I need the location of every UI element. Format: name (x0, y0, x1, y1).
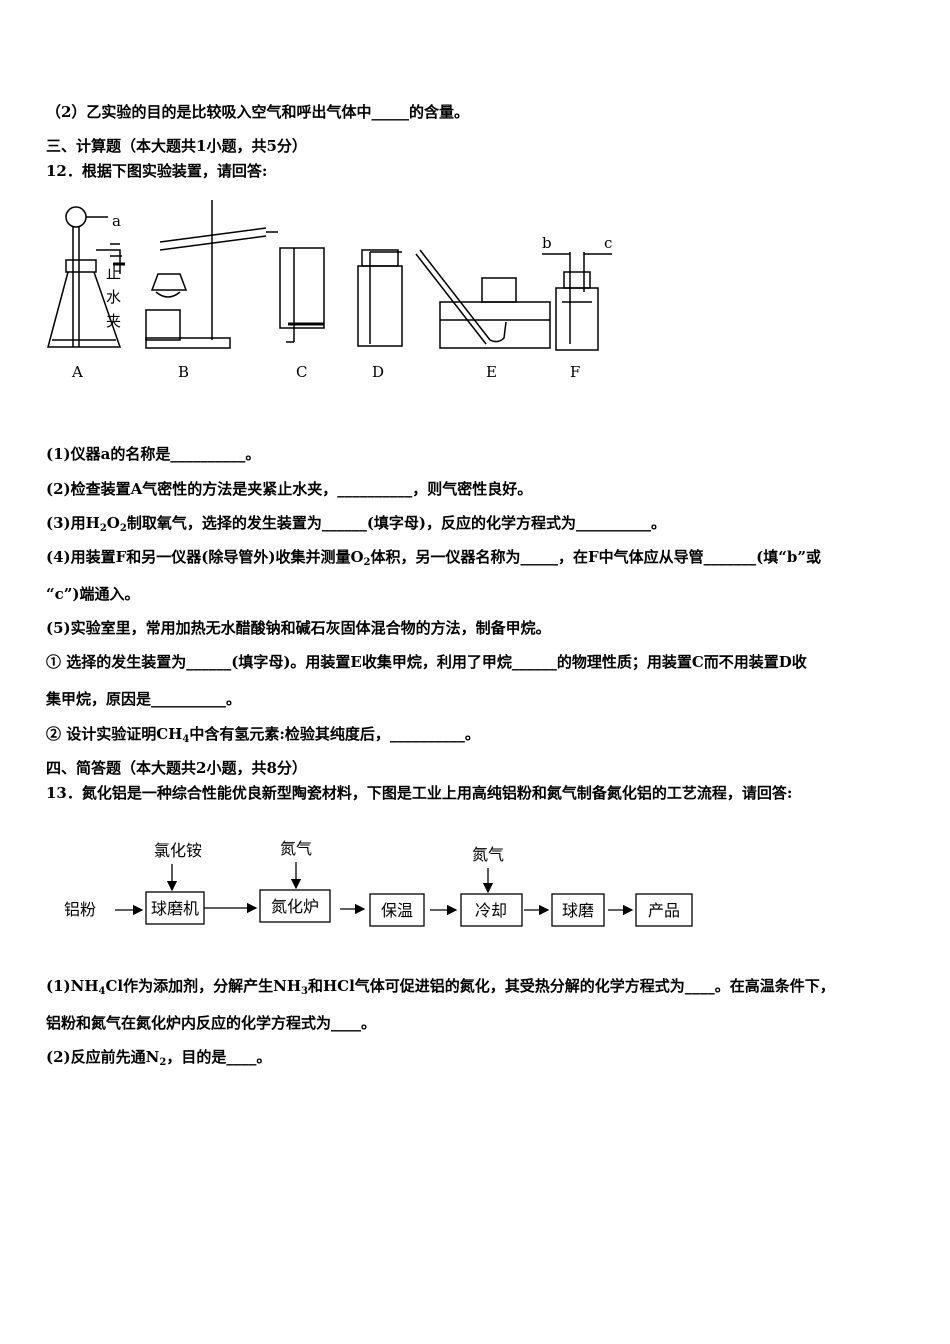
flow-input-3: 氮气 (472, 845, 504, 864)
flow-step-2: 氮化炉 (271, 897, 319, 916)
apparatus-label-c: C (296, 363, 307, 381)
section-3-heading: 三、计算题（本大题共1小题，共5分） (46, 137, 307, 155)
flow-step-6: 产品 (648, 901, 680, 920)
apparatus-e (415, 249, 551, 349)
q12-part4: (4)用装置F和另一仪器(除导管外)收集并测量O2体积，另一仪器名称为_____… (46, 548, 822, 568)
q12-part4-cont: “c”)端通入。 (46, 585, 140, 603)
apparatus-figure: a 止 水 夹 b c A B C D E F (47, 200, 612, 381)
q12-part5-1: ① 选择的发生装置为______(填字母)。用装置E收集甲烷，利用了甲烷____… (46, 653, 807, 671)
flow-step-4-box (460, 893, 523, 927)
label-a: a (112, 212, 121, 230)
process-flow: 铝粉 氯化铵 氮气 氮气 球磨机 氮化炉 保温 冷却 球磨 产品 (64, 839, 693, 927)
flow-step-4: 冷却 (475, 901, 507, 920)
apparatus-label-f: F (570, 363, 580, 381)
apparatus-d (357, 249, 403, 347)
flow-step-5-box (551, 893, 605, 927)
question-13: 13．氮化铝是一种综合性能优良新型陶瓷材料，下图是工业上用高纯铝粉和氮气制备氮化… (46, 784, 793, 802)
apparatus-c (279, 247, 325, 343)
apparatus-label-e: E (486, 363, 497, 381)
q12-part1: (1)仪器a的名称是__________。 (46, 445, 261, 463)
flow-step-1: 球磨机 (151, 899, 199, 918)
apparatus-a (47, 206, 125, 348)
clamp-label-2: 水 (106, 288, 121, 306)
q12-part5: (5)实验室里，常用加热无水醋酸钠和碱石灰固体混合物的方法，制备甲烷。 (46, 619, 551, 637)
apparatus-b (145, 200, 278, 349)
flow-step-6-box (635, 893, 693, 927)
question-12: 12．根据下图实验装置，请回答: (46, 162, 268, 180)
q12-part2: (2)检查装置A气密性的方法是夹紧止水夹，__________，则气密性良好。 (46, 480, 533, 498)
flow-step-3: 保温 (381, 901, 413, 920)
apparatus-f (542, 252, 612, 351)
flow-start: 铝粉 (64, 900, 96, 919)
apparatus-label-d: D (372, 363, 384, 381)
q12-part5-2: ② 设计实验证明CH4中含有氢元素:检验其纯度后，__________。 (46, 725, 480, 745)
apparatus-label-b: B (178, 363, 189, 381)
flow-step-3-box (369, 893, 425, 927)
flow-input-1: 氯化铵 (154, 841, 202, 860)
apparatus-label-a: A (71, 363, 83, 381)
q13-part1-cont: 铝粉和氮气在氮化炉内反应的化学方程式为____。 (46, 1014, 377, 1032)
flow-input-2: 氮气 (280, 839, 312, 858)
clamp-label-3: 夹 (106, 312, 121, 330)
flow-step-5: 球磨 (562, 901, 594, 920)
label-b: b (542, 234, 552, 252)
label-c: c (604, 234, 612, 252)
q13-part1: (1)NH4Cl作为添加剂，分解产生NH3和HCl气体可促进铝的氮化，其受热分解… (46, 977, 835, 997)
line-q-part2: （2）乙实验的目的是比较吸入空气和呼出气体中_____的含量。 (46, 103, 469, 121)
clamp-label-1: 止 (106, 264, 121, 282)
q12-part5-1-cont: 集甲烷，原因是__________。 (46, 690, 242, 708)
q12-part3: (3)用H2O2制取氧气，选择的发生装置为______(填字母)，反应的化学方程… (46, 514, 667, 534)
q13-part2: (2)反应前先通N2，目的是____。 (46, 1048, 272, 1068)
section-4-heading: 四、简答题（本大题共2小题，共8分） (46, 759, 307, 777)
flow-step-2-box (259, 889, 331, 923)
